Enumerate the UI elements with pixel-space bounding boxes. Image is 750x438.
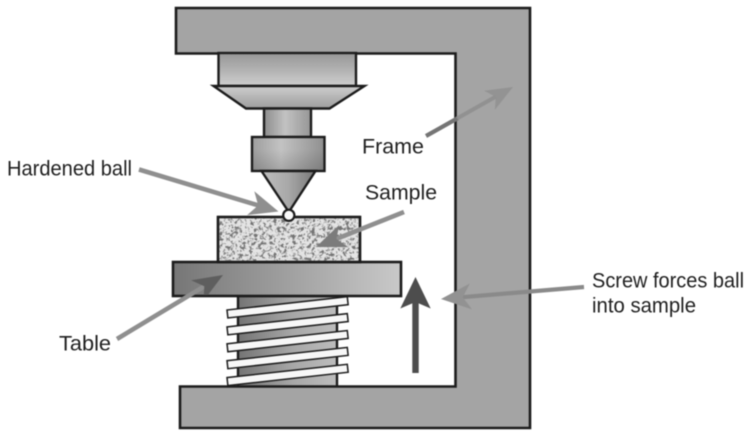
svg-text:Hardened ball: Hardened ball [7,158,132,181]
svg-text:Sample: Sample [365,182,437,205]
svg-text:Screw forces ball: Screw forces ball [592,270,744,293]
svg-text:into sample: into sample [592,295,696,318]
svg-text:Table: Table [59,333,111,356]
svg-text:Frame: Frame [362,136,424,159]
